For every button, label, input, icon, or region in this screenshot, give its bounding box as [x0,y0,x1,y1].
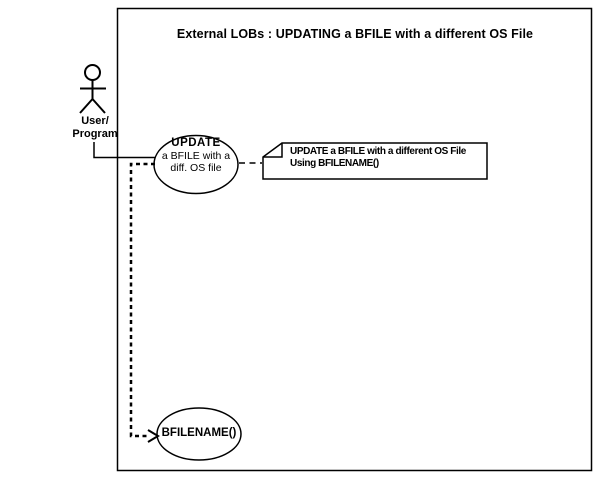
update-usecase-line2: a BFILE with a [161,149,231,162]
note-outline [262,142,488,180]
actor-head [84,64,101,81]
actor-label: User/ Program [60,115,130,140]
actor-right-leg [91,98,106,114]
note-line1: UPDATE a BFILE with a different OS File [290,146,466,157]
actor-label-line2: Program [72,127,118,140]
update-usecase-line3: diff. OS file [170,162,222,174]
dependency-dashed-line [129,162,155,438]
note-line2: Using BFILENAME() [290,158,379,169]
update-usecase-label: UPDATE a BFILE with a diff. OS file [146,137,246,175]
bfilename-usecase-label: BFILENAME() [161,427,237,439]
note-fold-corner [263,143,283,158]
note-shape [262,142,488,180]
diagram-title: External LOBs : UPDATING a BFILE with a … [176,27,534,41]
actor-figure [79,64,106,114]
actor-association-line [93,142,155,159]
actor-left-leg [79,98,94,114]
actor-label-line1: User/ [81,115,109,127]
system-boundary-box [116,7,593,472]
dependency-arrowhead [147,429,160,443]
update-usecase-line1: UPDATE [171,137,221,149]
note-label: UPDATE a BFILE with a different OS File … [290,146,466,170]
bfilename-usecase-ellipse [156,407,242,461]
